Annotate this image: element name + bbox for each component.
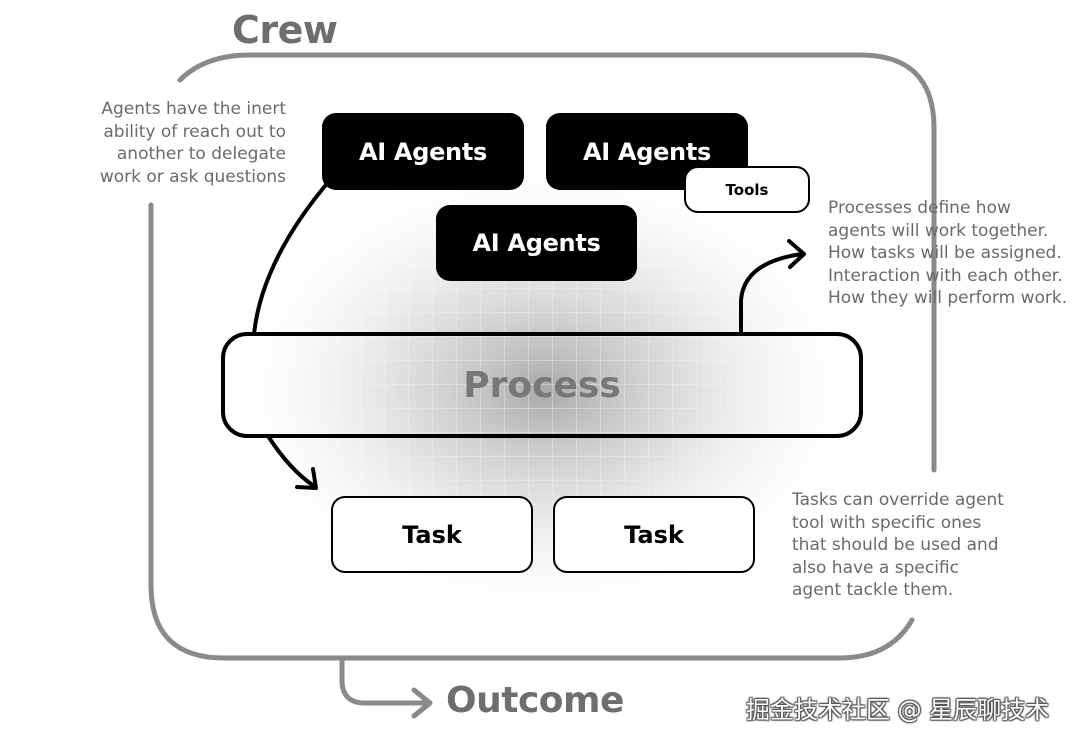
agents-note-line: work or ask questions <box>99 166 286 187</box>
tasks-note-line: tool with specific ones <box>792 512 982 533</box>
ai-agent-box-3: AI Agents <box>436 205 637 281</box>
agents-note-line: another to delegate <box>116 144 286 164</box>
process-note-line: agents will work together. <box>828 220 1049 241</box>
process-box: Process <box>221 332 863 438</box>
ai-agent-box-1: AI Agents <box>322 113 524 190</box>
task-box-1: Task <box>331 496 533 573</box>
crew-frame <box>177 52 937 473</box>
outcome-arrowhead <box>411 687 433 719</box>
tasks-note-line: agent tackle them. <box>792 580 954 600</box>
tasks-note-line: also have a specific <box>792 557 959 578</box>
agents-note-line: Agents have the inert <box>101 99 286 119</box>
process-note-line: How they will perform work. <box>828 288 1068 308</box>
tools-box: Tools <box>684 166 810 213</box>
process-task-arrowhead <box>295 467 318 490</box>
task-box-2: Task <box>553 496 755 573</box>
agents-note-line: ability of reach out to <box>103 121 286 142</box>
tasks-note: Tasks can override agent tool with speci… <box>792 489 1004 602</box>
outcome-arrow <box>339 657 431 706</box>
outcome-label: Outcome <box>446 680 624 721</box>
process-note-line: Interaction with each other. <box>828 265 1063 286</box>
process-task-arrow <box>266 434 316 488</box>
process-note: Processes define how agents will work to… <box>828 197 1067 310</box>
crew-title: Crew <box>232 8 338 52</box>
process-note-arrow <box>739 252 804 334</box>
watermark: 掘金技术社区 @ 星辰聊技术 <box>746 696 1050 724</box>
tasks-note-line: that should be used and <box>792 535 999 555</box>
process-note-line: How tasks will be assigned. <box>828 243 1062 263</box>
crew-frame-lower <box>148 202 915 661</box>
tasks-note-line: Tasks can override agent <box>792 490 1004 510</box>
delegation-curve <box>252 178 332 336</box>
agents-note: Agents have the inert ability of reach o… <box>94 98 286 188</box>
process-note-line: Processes define how <box>828 198 1011 218</box>
process-note-arrowhead <box>787 239 806 269</box>
